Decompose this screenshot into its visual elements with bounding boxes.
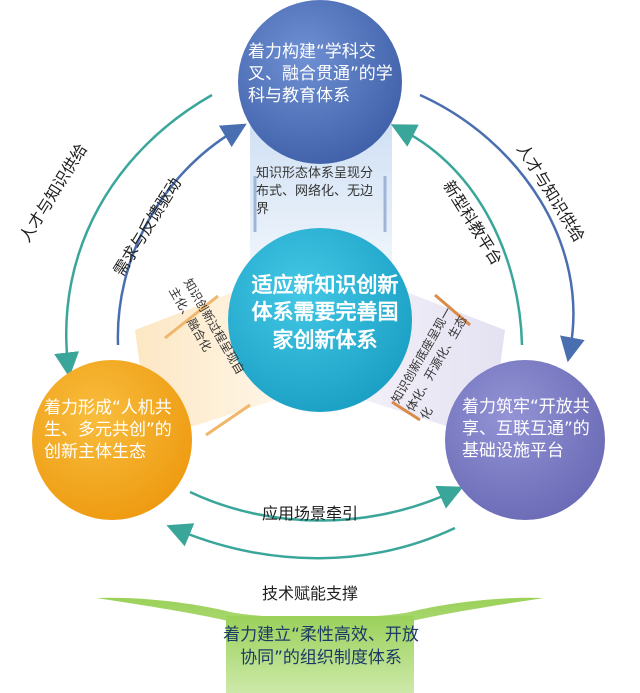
node-left-label: 着力形成“人机共生、多元共创”的创新主体生态: [44, 398, 172, 462]
node-base-label: 着力建立“柔性高效、开放协同”的组织制度体系: [223, 625, 419, 668]
arc-bottom-outer: [166, 523, 456, 560]
arc-bottom-inner-label: 应用场景牵引: [262, 504, 359, 523]
arc-left-inner: [116, 123, 247, 346]
arc-bottom-inner: [189, 485, 464, 522]
band-right-arrows: [391, 293, 471, 422]
arc-right-inner: [390, 124, 524, 346]
arc-right-outer: [419, 93, 585, 363]
band-left-arrows: [164, 294, 251, 437]
circle-left: [32, 360, 192, 520]
arc-left-outer: [54, 93, 213, 378]
circle-top: [238, 0, 402, 164]
circle-right: [445, 360, 605, 520]
band-top-arrows: [253, 176, 387, 232]
circle-center: [228, 228, 412, 412]
node-top-label: 着力构建“学科交叉、融合贯通”的学科与教育体系: [248, 42, 393, 106]
arc-bottom-outer-label: 技术赋能支撑: [262, 584, 359, 603]
node-center-label: 适应新知识创新体系需要完善国家创新体系: [251, 273, 399, 352]
node-right-label: 着力筑牢“开放共享、互联互通”的基础设施平台: [462, 397, 590, 461]
base-fill: [226, 616, 414, 693]
band-top-label: 知识形态体系呈现分布式、网络化、无边界: [256, 166, 374, 217]
